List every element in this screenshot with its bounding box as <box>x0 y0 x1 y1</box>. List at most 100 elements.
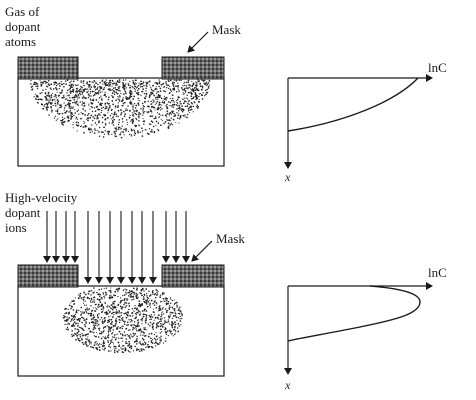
dopant-dot <box>172 88 174 91</box>
dopant-dot <box>76 118 79 120</box>
high-velocity-dopant-ions-label: High-velocity dopant ions <box>5 190 78 235</box>
dopant-dot <box>164 317 166 319</box>
dopant-dot <box>104 91 106 93</box>
dopant-dot <box>112 116 114 119</box>
dopant-dot <box>122 85 125 87</box>
dopant-dot <box>101 109 103 112</box>
dopant-dot <box>131 290 133 293</box>
dopant-dot <box>99 305 101 308</box>
dopant-dot <box>159 81 161 83</box>
dopant-dot <box>126 299 128 301</box>
dopant-dot <box>111 113 113 115</box>
dopant-dot <box>55 97 57 99</box>
dopant-dot <box>127 350 129 352</box>
dopant-dot <box>52 88 55 90</box>
dopant-dot <box>129 85 132 87</box>
dopant-dot <box>138 342 140 344</box>
dopant-dot <box>70 117 73 119</box>
dopant-dot <box>100 296 102 299</box>
dopant-dot <box>119 301 122 304</box>
dopant-dot <box>122 295 124 297</box>
dopant-dot <box>82 300 84 302</box>
dopant-dot <box>192 111 194 113</box>
dopant-dot <box>31 85 34 87</box>
dopant-dot <box>118 89 120 92</box>
dopant-dot <box>130 120 132 122</box>
dopant-dot <box>70 305 72 307</box>
dopant-dot <box>113 93 116 96</box>
dopant-dot <box>156 112 159 114</box>
dopant-dot <box>63 121 65 123</box>
dopant-dot <box>121 101 123 103</box>
dopant-dot <box>75 122 77 124</box>
dopant-dot <box>47 98 49 100</box>
dopant-dot <box>167 300 169 303</box>
dopant-dot <box>96 106 98 108</box>
dopant-dot <box>116 106 119 108</box>
dopant-dot <box>152 121 154 123</box>
dopant-dot <box>69 87 72 90</box>
dopant-dot <box>40 98 43 101</box>
dopant-dot <box>80 90 83 92</box>
dopant-dot <box>184 114 186 116</box>
dopant-dot <box>116 289 119 291</box>
dopant-dot <box>100 330 102 333</box>
dopant-dot <box>157 321 160 324</box>
dopant-dot <box>178 308 180 310</box>
dopant-dot <box>49 102 52 105</box>
dopant-dot <box>136 348 138 350</box>
dopant-dot <box>81 86 83 89</box>
dopant-dot <box>155 102 157 104</box>
dopant-dot <box>125 109 127 112</box>
dopant-dot <box>111 336 114 338</box>
dopant-dot <box>44 95 47 98</box>
dopant-dot <box>126 324 128 326</box>
dopant-dot <box>97 325 99 327</box>
dopant-dot <box>183 93 185 95</box>
dopant-dot <box>125 108 127 110</box>
dopant-dot <box>96 291 98 294</box>
dopant-dot <box>164 121 167 123</box>
dopant-dot <box>70 314 73 317</box>
dopant-dot <box>92 119 94 122</box>
dopant-dot <box>93 94 96 96</box>
dopant-dot <box>167 122 170 125</box>
dopant-dot <box>132 287 135 290</box>
dopant-dot <box>181 110 184 113</box>
dopant-dot <box>137 97 139 100</box>
dopant-dot <box>93 316 96 319</box>
dopant-dot <box>34 81 37 84</box>
dopant-dot <box>171 323 173 326</box>
dopant-dot <box>154 116 157 118</box>
dopant-dot <box>82 296 84 299</box>
dopant-dot <box>90 305 92 307</box>
dopant-dot <box>111 95 113 97</box>
dopant-dot <box>179 118 181 120</box>
dopant-dot <box>92 292 95 294</box>
dopant-dot <box>102 292 104 294</box>
dopant-dot <box>130 293 133 295</box>
dopant-dot <box>154 300 157 302</box>
dopant-dot <box>142 298 145 301</box>
dopant-dot <box>133 88 136 90</box>
dopant-dot <box>84 304 86 306</box>
mask-pointer-arrow-bottom <box>191 240 213 262</box>
dopant-dot <box>171 124 174 126</box>
dopant-dot <box>160 124 162 127</box>
dopant-dot <box>193 87 196 89</box>
dopant-dot <box>103 88 105 90</box>
dopant-dot <box>93 309 96 312</box>
dopant-dot <box>124 306 126 309</box>
dopant-dot <box>63 124 65 126</box>
dopant-dot <box>150 86 152 88</box>
dopant-dot <box>104 93 106 95</box>
dopant-dot <box>160 118 162 120</box>
dopant-dot <box>110 318 113 321</box>
dopant-dot <box>64 80 67 82</box>
dopant-dot <box>81 341 84 344</box>
dopant-dot <box>88 340 91 343</box>
dopant-dot <box>48 91 50 94</box>
dopant-dot <box>183 89 185 91</box>
dopant-dot <box>98 329 101 331</box>
implanted-dopant-region <box>62 287 183 354</box>
